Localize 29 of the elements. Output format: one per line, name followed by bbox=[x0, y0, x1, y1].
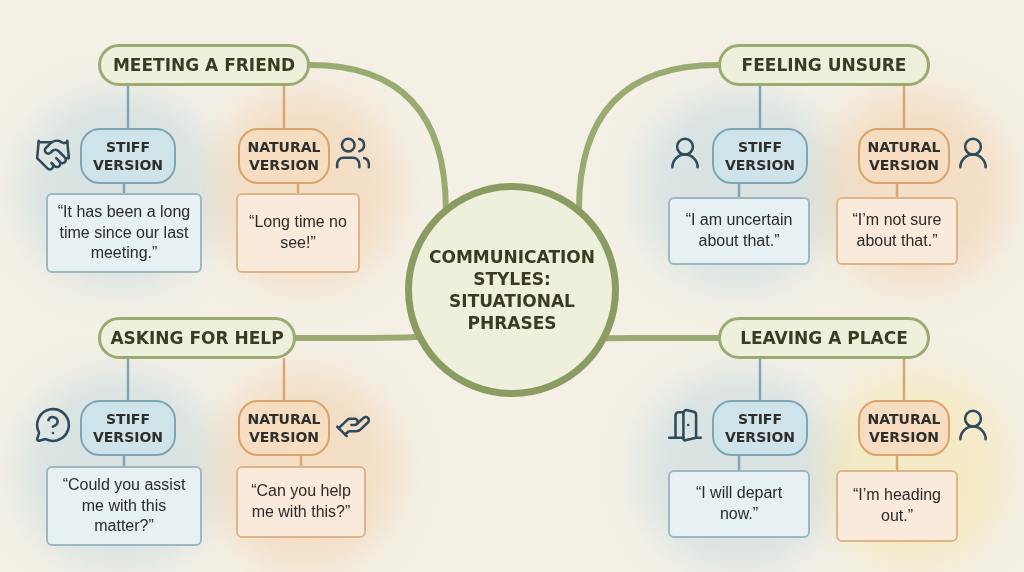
version-pill: STIFF VERSION bbox=[712, 400, 808, 456]
version-pill: STIFF VERSION bbox=[80, 128, 176, 184]
topic-pill: ASKING FOR HELP bbox=[98, 317, 296, 359]
connector-line bbox=[282, 84, 286, 130]
quote-box: “I’m heading out.” bbox=[836, 470, 958, 542]
topic-pill: MEETING A FRIEND bbox=[98, 44, 310, 86]
version-pill: STIFF VERSION bbox=[80, 400, 176, 456]
connector-line bbox=[902, 357, 906, 402]
quote-box: “Long time no see!” bbox=[236, 193, 360, 273]
connector-line bbox=[758, 84, 762, 130]
version-pill: NATURAL VERSION bbox=[858, 400, 950, 456]
version-pill: NATURAL VERSION bbox=[858, 128, 950, 184]
connector-line bbox=[902, 84, 906, 130]
connector-line bbox=[282, 357, 286, 402]
central-circle: COMMUNICATION STYLES: SITUATIONAL PHRASES bbox=[405, 183, 619, 397]
quote-box: “It has been a long time since our last meeting.” bbox=[46, 193, 202, 273]
quote-box: “Could you assist me with this matter?” bbox=[46, 466, 202, 546]
connector-line bbox=[758, 357, 762, 402]
version-pill: STIFF VERSION bbox=[712, 128, 808, 184]
topic-pill: LEAVING A PLACE bbox=[718, 317, 930, 359]
connector-line bbox=[126, 84, 130, 130]
quote-box: “I am uncertain about that.” bbox=[668, 197, 810, 265]
connector-line bbox=[126, 357, 130, 402]
quote-box: “I’m not sure about that.” bbox=[836, 197, 958, 265]
quote-box: “I will depart now.” bbox=[668, 470, 810, 538]
version-pill: NATURAL VERSION bbox=[238, 128, 330, 184]
topic-pill: FEELING UNSURE bbox=[718, 44, 930, 86]
version-pill: NATURAL VERSION bbox=[238, 400, 330, 456]
quote-box: “Can you help me with this?” bbox=[236, 466, 366, 538]
